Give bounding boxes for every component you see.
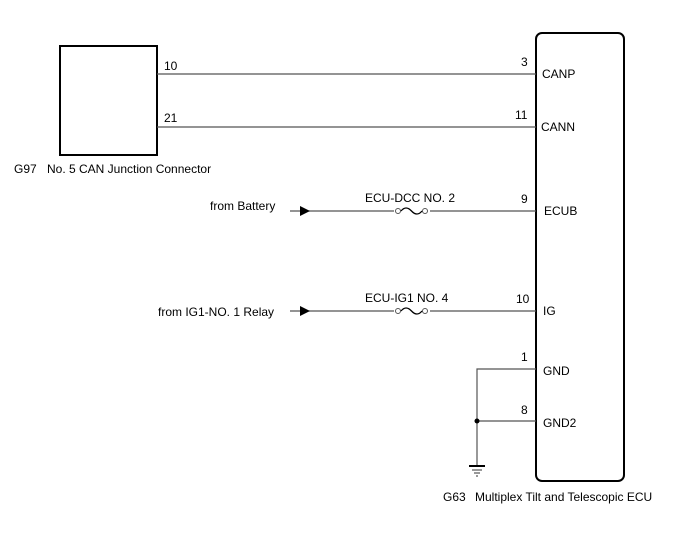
junction-connector-code: G97	[14, 162, 37, 176]
fuse-icon	[394, 307, 430, 315]
source-battery: from Battery	[210, 199, 275, 213]
junction-connector-box	[59, 45, 158, 156]
ecu-pin-10: 10	[516, 292, 530, 306]
ecu-pin-8: 8	[521, 403, 528, 417]
source-ig1-relay: from IG1-NO. 1 Relay	[158, 305, 274, 319]
junction-dot	[474, 418, 480, 424]
fuse-label-ecu-dcc: ECU-DCC NO. 2	[365, 191, 455, 205]
junction-connector-name: No. 5 CAN Junction Connector	[47, 162, 211, 176]
ecu-pin-11: 11	[515, 108, 528, 122]
ecu-pin-9: 9	[521, 192, 528, 206]
junction-pin-10: 10	[164, 59, 178, 73]
gnd-wire	[476, 368, 536, 465]
ecu-pin-label-cann: CANN	[541, 120, 575, 134]
ecu-code: G63	[443, 490, 466, 504]
ecu-box	[535, 32, 625, 482]
fuse-label-ecu-ig1: ECU-IG1 NO. 4	[365, 291, 449, 305]
ecu-pin-label-gnd2: GND2	[543, 416, 577, 430]
ecu-pin-label-canp: CANP	[542, 67, 575, 81]
ecu-pin-1: 1	[521, 350, 528, 364]
ecu-pin-3: 3	[521, 55, 528, 69]
arrow-icon	[300, 206, 310, 216]
ecu-pin-label-ecub: ECUB	[544, 204, 577, 218]
fuse-icon	[394, 207, 430, 215]
ecu-pin-label-ig: IG	[543, 304, 556, 318]
ground-icon	[469, 465, 485, 477]
arrow-icon	[300, 306, 310, 316]
ecu-pin-label-gnd: GND	[543, 364, 570, 378]
junction-pin-21: 21	[164, 111, 178, 125]
ecu-name: Multiplex Tilt and Telescopic ECU	[475, 490, 652, 504]
